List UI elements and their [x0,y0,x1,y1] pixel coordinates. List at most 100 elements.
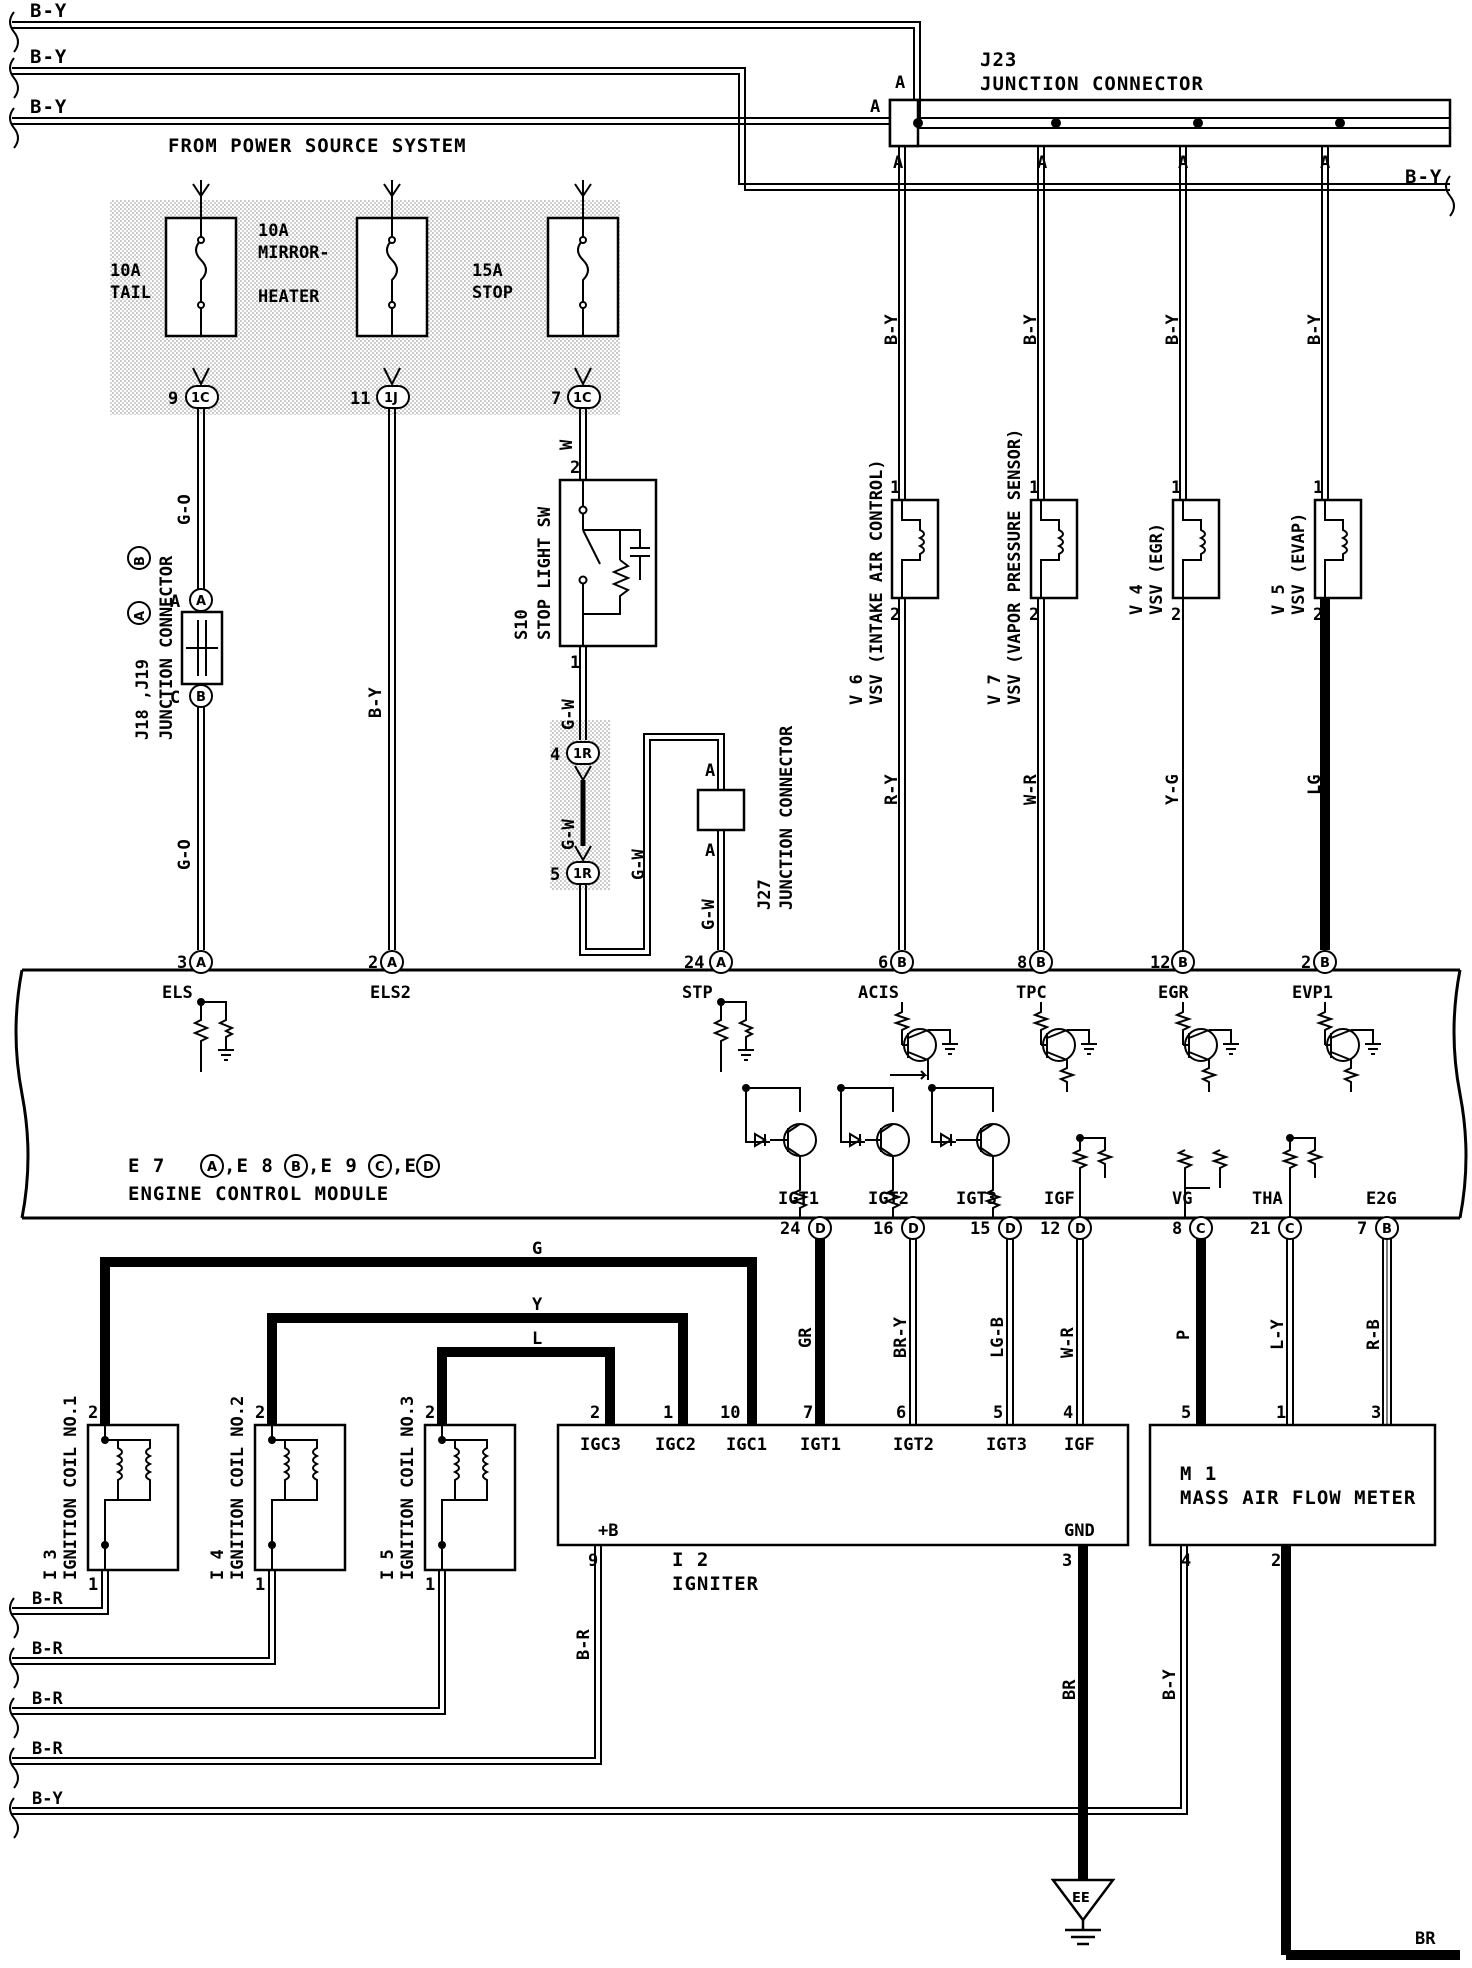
j23-pin-a-4: A [1320,153,1330,173]
wire-label-right: B-Y [1405,166,1442,188]
wire-w-r-igf: W-R [1058,1327,1078,1358]
ecm-conn-igt1: D [815,1222,826,1237]
pin-11: 11 [350,389,370,409]
wire-r-y: R-Y [882,774,902,805]
wire-label-3: B-Y [30,96,67,118]
maf-pin5: 5 [1181,1403,1191,1423]
wire-by-bottom: B-Y [32,1789,63,1809]
wire-els2-by: B-Y [366,687,386,718]
fuse-tail-name: TAIL [110,283,151,303]
wire-lg-b: LG-B [988,1317,1008,1358]
v7-name: VSV (VAPOR PRESSURE SENSOR) [1005,429,1025,705]
coil2-pin2: 2 [255,1403,265,1423]
s10-pin-1: 1 [570,653,580,673]
v6-pin2: 2 [890,605,900,625]
ground-wire [1078,1545,1460,1960]
j23-junction-connector [888,98,1452,148]
conn-1c-b: 1C [573,391,592,406]
ecm-conn-els2: A [387,956,397,971]
ecm-top-pin-circles [189,950,1337,974]
wire-br-y: BR-Y [891,1316,911,1358]
conn-1r-b: 1R [573,867,592,882]
v5-id: V 5 [1269,584,1289,615]
maf-pin1: 1 [1276,1403,1286,1423]
conn-1c-a: 1C [191,391,210,406]
coil1-id: I 3 [41,1549,61,1580]
ecm-badge-c-text: C [375,1160,385,1175]
j18-pin-c: C [170,688,180,708]
ign-label-igt1: IGT1 [800,1435,841,1455]
maf-pin3: 3 [1371,1403,1381,1423]
wire-g-o-bot: G-O [175,839,195,870]
j23-pin-a-3: A [1178,153,1188,173]
vsv-wire-by-2: B-Y [1021,314,1041,345]
engine-control-module [14,968,1468,1220]
j18-badge-b: B [196,690,206,705]
pin-9: 9 [168,389,178,409]
wire-g-o-top: G-O [175,494,195,525]
ign-label-igc1: IGC1 [726,1435,767,1455]
fuse-wires [197,408,587,950]
wire-b-r-plusb: B-R [574,1629,594,1660]
ign-num-igc1: 10 [720,1403,740,1423]
ecm-num-vg: 8 [1172,1219,1182,1239]
v6-id: V 6 [847,674,867,705]
ecm-title-e9: ,E 9 [308,1155,358,1177]
j18-title-mid: ,J19 [133,659,153,700]
ign-gnd: GND [1064,1521,1095,1541]
v5-pin2: 2 [1313,605,1323,625]
fuse-mirror-name: MIRROR- [258,243,330,263]
ecm-num-tpc: 8 [1017,953,1027,973]
ecm-label-tpc: TPC [1016,983,1047,1003]
v4-name: VSV (EGR) [1147,523,1167,615]
fuse-stop-amp: 15A [472,261,503,281]
wire-w-r: W-R [1021,774,1041,805]
wire-br-3: B-R [32,1689,63,1709]
maf-box [1148,1423,1437,1547]
ign-pin9: 9 [588,1551,598,1571]
top-bus-wires [12,21,1450,191]
ign-plus-b: +B [598,1521,618,1541]
j27-id: J27 [755,879,775,910]
fuse-stop [546,180,620,338]
ign-label-igf: IGF [1064,1435,1095,1455]
coil1-name: IGNITION COIL NO.1 [61,1396,81,1580]
bottom-wires [100,1239,1392,1425]
wire-label-2: B-Y [30,46,67,68]
j23-pin-a-top: A [895,73,905,93]
fuse-tail [164,180,238,338]
ecm-conn-acis: B [897,956,907,971]
v7-pin2: 2 [1029,605,1039,625]
igniter-name: IGNITER [672,1573,759,1595]
power-source-label: FROM POWER SOURCE SYSTEM [168,135,467,157]
ecm-label-igf: IGF [1044,1189,1075,1209]
conn-1r-a: 1R [573,747,592,762]
conn-1j: 1J [384,391,398,406]
wire-break-marks [9,11,1455,217]
j23-pin-a-left: A [870,97,880,117]
v7-id: V 7 [985,674,1005,705]
wire-b-y-maf: B-Y [1160,1669,1180,1700]
fuse-connectors [185,367,601,409]
pin-5: 5 [550,865,560,885]
vsv-components [890,498,1363,600]
ecm-num-igt2: 16 [873,1219,893,1239]
bottom-return-wires [9,1545,1188,1839]
ecm-label-tha: THA [1252,1189,1283,1209]
fuse-mirror-name2: HEATER [258,287,320,307]
j18-conn-a: A [133,611,148,621]
coil3-id: I 5 [378,1549,398,1580]
stop-wires [566,646,746,956]
ground-ee-symbol [1050,1878,1116,1946]
fuse-tail-amp: 10A [110,261,141,281]
ecm-num-els: 3 [177,953,187,973]
ign-num-igt3: 5 [993,1403,1003,1423]
j18-pin-a: A [170,592,180,612]
ecm-conn-egr: B [1178,956,1188,971]
coil2-pin1: 1 [255,1575,265,1595]
fuse-mirror-amp: 10A [258,221,289,241]
ign-label-igc2: IGC2 [655,1435,696,1455]
ecm-badge-b-text: B [291,1160,301,1175]
wire-br-2: B-R [32,1639,63,1659]
